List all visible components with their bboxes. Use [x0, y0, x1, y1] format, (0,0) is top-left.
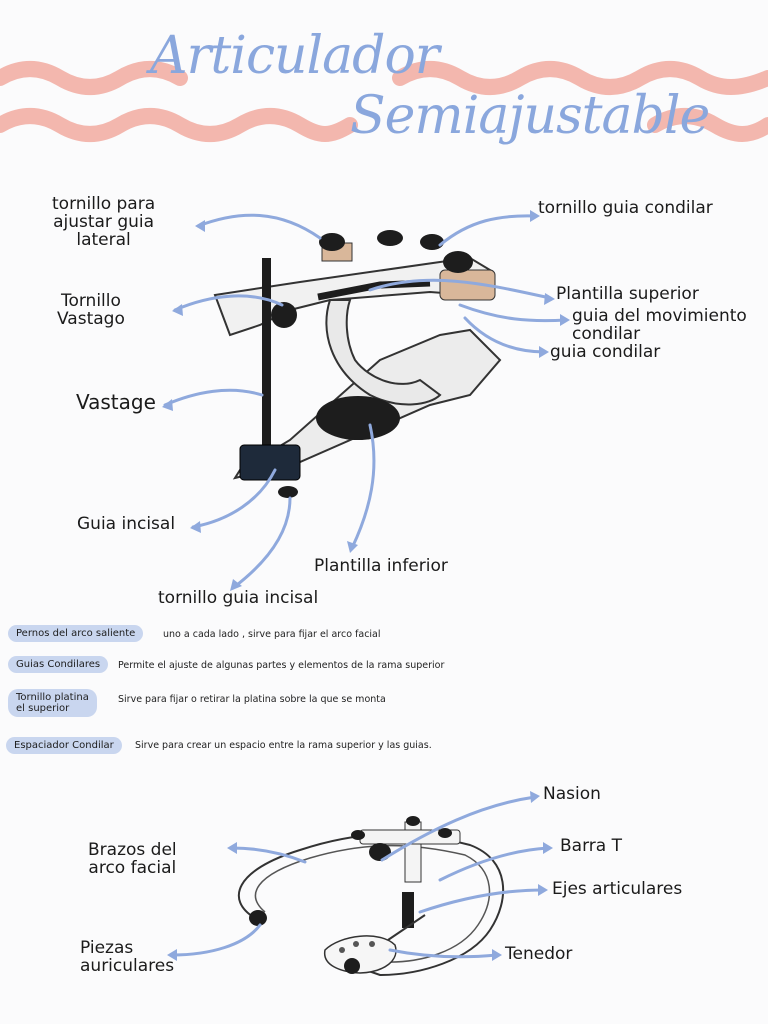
definition-term: Guias Condilares	[8, 656, 109, 673]
nasion-pad	[369, 843, 391, 861]
arrowhead	[195, 220, 205, 232]
arrow-ejes	[418, 888, 545, 914]
facebow-arc-inner	[254, 844, 491, 963]
articular-rod	[387, 914, 426, 941]
arrow-brazos	[230, 846, 307, 864]
arrow-nasion	[380, 795, 537, 862]
arrow-tornillo-guia-incisal	[231, 496, 292, 590]
label-ejes: Ejes articulares	[552, 879, 683, 899]
label-tornillo-ajustar: tornillo para ajustar guia lateral	[52, 194, 156, 250]
label-tenedor: Tenedor	[505, 944, 573, 964]
definition-term: Espaciador Condilar	[6, 737, 122, 754]
label-guia-movimiento: guia del movimiento condilar	[572, 306, 747, 344]
screw-small-1	[351, 830, 365, 840]
vertical-rod	[262, 258, 271, 458]
arrowhead	[172, 304, 183, 316]
wave-top	[0, 61, 768, 95]
arrow-guia-condilar	[463, 316, 547, 354]
label-barra-t: Barra T	[560, 836, 622, 856]
fork-hole	[369, 941, 375, 947]
screw-top-4	[443, 251, 473, 273]
arrow-guia-movimiento	[458, 303, 568, 323]
definition-text: Sirve para fijar o retirar la platina so…	[118, 694, 386, 705]
label-piezas: Piezas auriculares	[80, 938, 175, 976]
bite-fork	[324, 935, 397, 974]
arrow-guia-incisal	[191, 468, 277, 529]
ear-piece-left	[249, 910, 267, 926]
articular-axis	[402, 892, 414, 928]
arrowhead	[530, 791, 540, 803]
screw-rod	[271, 302, 297, 328]
screw-top-1	[319, 233, 345, 251]
arrowhead	[543, 842, 553, 854]
arrowhead	[530, 210, 540, 222]
arrowhead	[347, 541, 358, 553]
arrowhead	[167, 949, 177, 961]
label-guia-condilar: guia condilar	[550, 342, 661, 362]
arrowhead	[538, 884, 548, 896]
wave-bottom	[0, 108, 768, 142]
arrow-tenedor	[388, 948, 499, 959]
lower-plate	[316, 396, 400, 440]
label-tornillo-guia-condilar: tornillo guia condilar	[538, 198, 713, 218]
label-vastage: Vastage	[76, 390, 156, 414]
incisal-screw	[278, 486, 298, 498]
screw-top-2	[377, 230, 403, 246]
definition-text: uno a cada lado , sirve para fijar el ar…	[163, 629, 381, 640]
arrow-piezas	[170, 923, 262, 957]
fork-hole	[353, 941, 359, 947]
arrowhead	[544, 293, 555, 305]
upper-plate	[317, 279, 431, 301]
definition-text: Sirve para crear un espacio entre la ram…	[135, 740, 432, 751]
arrowhead	[230, 579, 242, 591]
screw-top-3	[420, 234, 444, 250]
arrow-plantilla-inferior	[350, 423, 376, 550]
arrow-tornillo-vastago	[173, 294, 284, 312]
arrowhead	[190, 521, 201, 533]
arrow-barra-t	[438, 846, 550, 882]
arrow-tornillo-guia-condilar	[438, 214, 537, 247]
screw-small-2	[406, 816, 420, 826]
ear-piece-right	[344, 958, 360, 974]
arrowhead	[492, 949, 502, 961]
arrowhead	[227, 842, 237, 854]
arrowhead	[162, 399, 173, 411]
label-tornillo-vastago: Tornillo Vastago	[57, 291, 125, 329]
label-plantilla-superior: Plantilla superior	[556, 284, 699, 304]
title-line-1: Articulador	[150, 26, 440, 86]
arrow-plantilla-superior	[368, 278, 552, 300]
label-plantilla-inferior: Plantilla inferior	[314, 556, 448, 576]
label-nasion: Nasion	[543, 784, 601, 804]
arrow-vastage	[163, 388, 264, 407]
label-guia-incisal: Guia incisal	[77, 514, 176, 534]
fork-hole	[339, 947, 345, 953]
definition-term: Pernos del arco saliente	[8, 625, 144, 642]
definition-term: Tornillo platina el superior	[8, 689, 97, 717]
label-brazos: Brazos del arco facial	[88, 840, 177, 878]
arrowhead	[560, 314, 570, 326]
label-tornillo-guia-incisal: tornillo guia incisal	[158, 588, 319, 608]
screw-small-3	[438, 828, 452, 838]
arrowhead	[539, 346, 549, 358]
definition-text: Permite el ajuste de algunas partes y el…	[118, 660, 445, 671]
side-frame	[325, 299, 442, 406]
arrow-tornillo-ajustar	[196, 213, 322, 240]
title-line-2: Semiajustable	[350, 86, 710, 146]
